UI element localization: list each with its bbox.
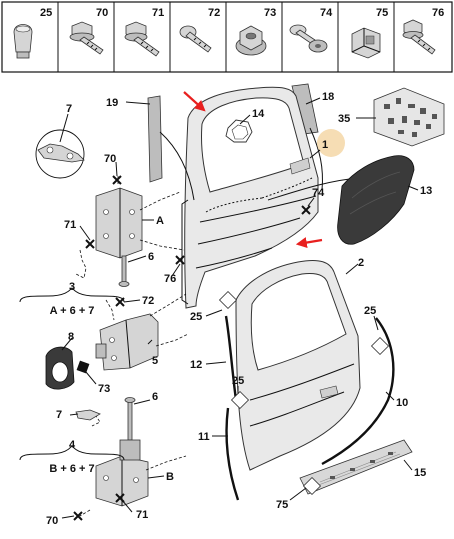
- callout-10: 10: [396, 397, 408, 409]
- hex-bolt-icon: [124, 21, 160, 57]
- group-labels: 3 A + 6 + 7 4 B + 6 + 7: [49, 281, 94, 475]
- callout-5: 5: [152, 355, 158, 367]
- callout-25-right: 25: [364, 305, 376, 317]
- group-3-number: 3: [69, 281, 75, 293]
- highlight-marker: [317, 129, 345, 157]
- header-number-70: 70: [96, 7, 108, 19]
- hinge-lower: [95, 313, 159, 371]
- callout-71-bottom: 71: [136, 509, 148, 521]
- callout-8: 8: [68, 331, 74, 343]
- header-number-72: 72: [208, 7, 220, 19]
- callout-6-top: 6: [148, 251, 154, 263]
- header-number-71: 71: [152, 7, 164, 19]
- callout-labels: 19 18 14 35 1 13 74 2 7 70 A 71 6 76 72 …: [46, 91, 432, 527]
- header-number-76: 76: [432, 7, 444, 19]
- nut-icon: [235, 25, 267, 56]
- callout-70-bottom: 70: [46, 515, 58, 527]
- screw-icon: [179, 25, 212, 53]
- callout-14: 14: [252, 108, 265, 120]
- group-4-number: 4: [69, 439, 76, 451]
- clip-icon: [351, 27, 381, 59]
- header-number-73: 73: [264, 7, 276, 19]
- callout-A: A: [156, 215, 164, 227]
- speaker-ring: [225, 119, 253, 143]
- callout-13: 13: [420, 185, 432, 197]
- group-3-formula: A + 6 + 7: [50, 305, 95, 317]
- washer-screw-icon: [289, 24, 328, 53]
- callout-72: 72: [142, 295, 154, 307]
- push-clip-icon: [13, 24, 33, 59]
- group-4-formula: B + 6 + 7: [49, 463, 94, 475]
- callout-70-top: 70: [104, 153, 116, 165]
- clip-marker: [370, 336, 390, 356]
- clip-assortment: [373, 87, 445, 147]
- callout-35: 35: [338, 113, 350, 125]
- outer-door-panel: [235, 259, 361, 471]
- bolt-icon: [402, 19, 436, 55]
- rear-door-frame: [147, 83, 319, 309]
- callout-12: 12: [190, 359, 202, 371]
- hinge-upper: [35, 129, 143, 287]
- callout-11: 11: [198, 431, 210, 443]
- fastener-header: 25 70 71 72 73: [1, 1, 453, 73]
- header-number-74: 74: [320, 7, 333, 19]
- callout-25-middle: 25: [232, 375, 244, 387]
- clip-marker: [302, 476, 322, 496]
- flange-bolt-icon: [69, 21, 104, 55]
- header-number-25: 25: [40, 7, 52, 19]
- door-bumper: [45, 346, 75, 390]
- callout-7-bottom: 7: [56, 409, 62, 421]
- callout-15: 15: [414, 467, 426, 479]
- callout-75: 75: [276, 499, 288, 511]
- callout-19: 19: [106, 97, 118, 109]
- callout-71-top: 71: [64, 219, 76, 231]
- callout-1: 1: [322, 139, 328, 151]
- clip-marker: [230, 390, 250, 410]
- hinge-bottom: [95, 397, 149, 507]
- callout-18: 18: [322, 91, 334, 103]
- callout-25-upper: 25: [190, 311, 202, 323]
- fastener-markers: [73, 175, 311, 521]
- clip-marker: [218, 290, 238, 310]
- header-number-75: 75: [376, 7, 388, 19]
- callout-2: 2: [358, 257, 364, 269]
- nut-marker: [76, 360, 90, 374]
- callout-76: 76: [164, 273, 176, 285]
- callout-B: B: [166, 471, 174, 483]
- callout-6-bottom: 6: [152, 391, 158, 403]
- callout-74: 74: [312, 187, 325, 199]
- callout-7-top: 7: [66, 103, 72, 115]
- inner-trim-panel: [337, 155, 415, 245]
- callout-73: 73: [98, 383, 110, 395]
